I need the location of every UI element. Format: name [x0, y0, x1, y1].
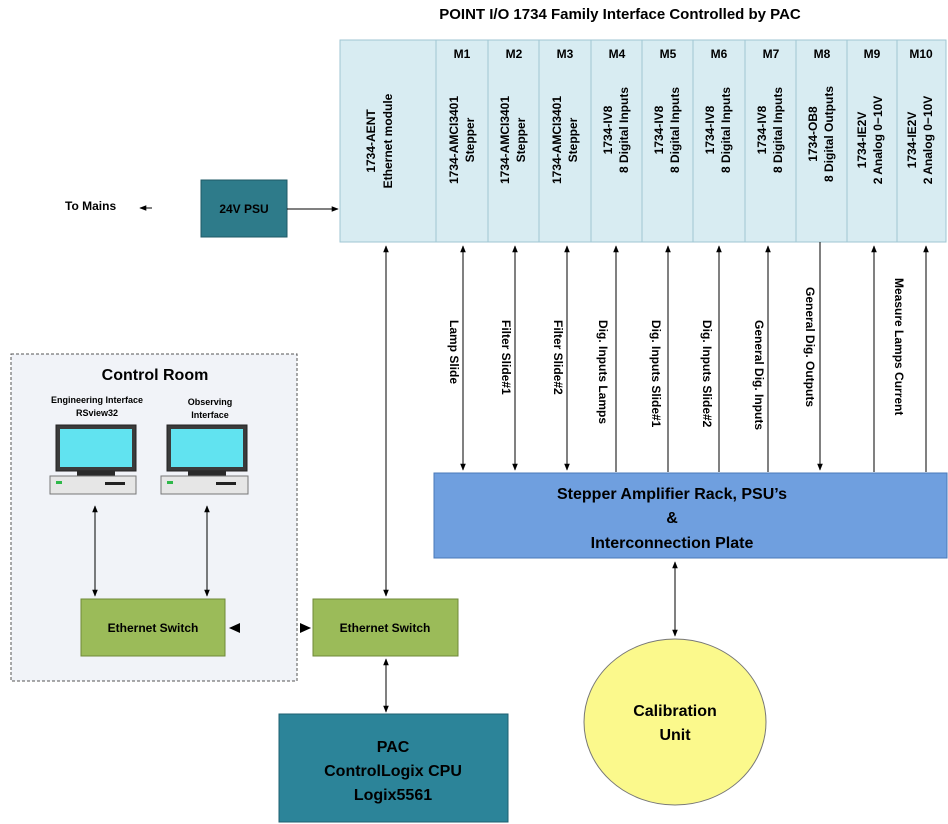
control-room-title: Control Room	[102, 367, 209, 384]
module-m5: M5 1734-IV8 8 Digital Inputs	[641, 39, 694, 243]
calibration-unit	[583, 638, 767, 806]
module-line2: 8 Digital Inputs	[617, 87, 631, 173]
aent-module-box	[339, 39, 437, 243]
module-line1: 1734-IE2V	[855, 112, 869, 169]
module-line2: 8 Digital Inputs	[719, 87, 733, 173]
calibration-label-line2: Unit	[659, 727, 691, 744]
module-tag: M3	[557, 47, 574, 61]
module-tag: M5	[660, 47, 677, 61]
pac-label-line3: Logix5561	[354, 787, 432, 804]
module-m9: M9 1734-IE2V 2 Analog 0−10V	[846, 39, 898, 243]
psu-box	[200, 179, 288, 238]
module-tag: M8	[814, 47, 831, 61]
signal-label: Filter Slide#2	[551, 320, 565, 395]
pac-label-line2: ControlLogix CPU	[324, 763, 462, 780]
module-line2: 8 Digital Outputs	[822, 86, 836, 182]
aent-label-line2: Ethernet module	[381, 93, 395, 188]
module-tag: M2	[506, 47, 523, 61]
psu-label: 24V PSU	[219, 202, 268, 216]
module-line2: Stepper	[514, 117, 528, 162]
main-switch-box	[312, 598, 459, 657]
signal-label: Filter Slide#1	[499, 320, 513, 395]
module-line1: 1734-AMCI3401	[550, 96, 564, 184]
module-line2: Stepper	[463, 117, 477, 162]
module-m1: M1 1734-AMCI3401 Stepper	[435, 39, 489, 243]
stepper-rack-box	[433, 472, 948, 559]
module-line2: 8 Digital Inputs	[668, 87, 682, 173]
module-line1: 1734-AMCI3401	[447, 96, 461, 184]
signal-labels: Lamp Slide Filter Slide#1 Filter Slide#2…	[447, 278, 906, 430]
module-line2: 2 Analog 0−10V	[871, 96, 885, 185]
signal-label: General Dig. Inputs	[752, 320, 766, 430]
rack-label-line1: Stepper Amplifier Rack, PSU’s	[557, 486, 787, 503]
switch-link-arrow-right	[300, 623, 311, 633]
rack-label-line3: Interconnection Plate	[591, 535, 754, 552]
pac-label-line1: PAC	[377, 739, 410, 756]
module-line2: 8 Digital Inputs	[771, 87, 785, 173]
signal-label: General Dig. Outputs	[803, 287, 817, 407]
rack-label-line2: &	[666, 510, 678, 527]
module-m4: M4 1734-IV8 8 Digital Inputs	[590, 39, 643, 243]
module-line1: 1734-OB8	[806, 106, 820, 162]
to-mains-label: To Mains	[65, 199, 116, 213]
module-tag: M4	[609, 47, 626, 61]
engineering-label-line1: Engineering Interface	[51, 395, 143, 405]
module-tag: M1	[454, 47, 471, 61]
module-line2: Stepper	[566, 117, 580, 162]
signal-lines	[460, 242, 929, 472]
module-line1: 1734-IV8	[755, 105, 769, 154]
observing-label-line2: Interface	[191, 410, 229, 420]
signal-label: Dig. Inputs Slide#2	[700, 320, 714, 428]
module-tag: M10	[909, 47, 933, 61]
module-m10: M10 1734-IE2V 2 Analog 0−10V	[896, 39, 947, 243]
observing-computer-icon	[160, 424, 249, 495]
module-m2: M2 1734-AMCI3401 Stepper	[487, 39, 540, 243]
module-line2: 2 Analog 0−10V	[921, 96, 935, 185]
module-m3: M3 1734-AMCI3401 Stepper	[538, 39, 592, 243]
engineering-computer-icon	[49, 424, 137, 495]
io-module-rack: 1734-AENT Ethernet module M1 1734-AMCI34…	[339, 39, 947, 243]
module-tag: M6	[711, 47, 728, 61]
module-line1: 1734-IE2V	[905, 112, 919, 169]
signal-label: Dig. Inputs Lamps	[596, 320, 610, 424]
control-room-switch-label: Ethernet Switch	[108, 621, 199, 635]
switch-link-arrow-left	[229, 623, 240, 633]
module-m8: M8 1734-OB8 8 Digital Outputs	[795, 39, 848, 243]
pac-box	[278, 713, 509, 823]
module-line1: 1734-IV8	[703, 105, 717, 154]
signal-label: Dig. Inputs Slide#1	[649, 320, 663, 428]
engineering-label-line2: RSview32	[76, 408, 118, 418]
module-tag: M9	[864, 47, 881, 61]
aent-label-line1: 1734-AENT	[364, 109, 378, 173]
control-room-switch-box	[80, 598, 226, 657]
observing-label-line1: Observing	[188, 397, 233, 407]
calibration-label-line1: Calibration	[633, 703, 717, 720]
module-line1: 1734-IV8	[601, 105, 615, 154]
module-tag: M7	[763, 47, 780, 61]
main-switch-label: Ethernet Switch	[340, 621, 431, 635]
module-line1: 1734-IV8	[652, 105, 666, 154]
signal-label: Measure Lamps Current	[892, 278, 906, 415]
module-line1: 1734-AMCI3401	[498, 96, 512, 184]
signal-label: Lamp Slide	[447, 320, 461, 384]
module-m7: M7 1734-IV8 8 Digital Inputs	[744, 39, 797, 243]
diagram-title: POINT I/O 1734 Family Interface Controll…	[439, 6, 801, 23]
module-m6: M6 1734-IV8 8 Digital Inputs	[692, 39, 746, 243]
